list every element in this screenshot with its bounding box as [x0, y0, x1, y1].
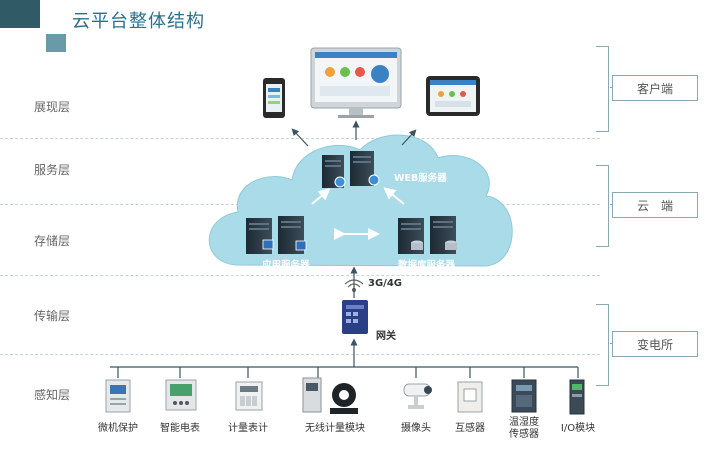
arrow-to-tablet [401, 129, 417, 146]
device-label-transformer: 互感器 [455, 423, 485, 434]
bracket-client [596, 46, 609, 132]
camera-icon [403, 383, 432, 409]
corner-decoration [0, 0, 40, 28]
relay-protection-icon [105, 379, 131, 413]
database-server-icon [398, 216, 457, 254]
gateway-label: 网关 [376, 331, 396, 342]
web-server-label: WEB服务器 [394, 173, 447, 184]
layer-label-transport: 传输层 [34, 309, 71, 323]
layer-divider [0, 275, 600, 276]
desktop-monitor-icon [310, 47, 402, 118]
temperature-humidity-sensor-icon [511, 379, 537, 413]
corner-decoration-small [46, 34, 66, 52]
layer-label-storage: 存储层 [34, 234, 71, 248]
database-server-label: 数据库服务器 [398, 260, 456, 271]
page-title: 云平台整体结构 [72, 11, 205, 32]
device-label-relay-protection: 微机保护 [98, 423, 138, 434]
tier-cloud: 云 端 [612, 192, 698, 218]
tier-client: 客户端 [612, 75, 698, 101]
device-label-camera: 摄像头 [401, 423, 431, 434]
device-drop-lines [117, 367, 579, 378]
tablet-icon [426, 76, 480, 116]
network-label: 3G/4G [368, 278, 402, 289]
arrow-db-to-web [383, 187, 405, 205]
device-label-smart-meter: 智能电表 [160, 423, 200, 434]
phone-icon [263, 78, 285, 118]
device-label-metering-meter: 计量表计 [228, 423, 268, 434]
bracket-substation [596, 304, 609, 386]
layer-divider [0, 138, 600, 139]
layer-divider [0, 354, 600, 355]
smart-meter-icon [165, 379, 197, 411]
arrow-to-phone [291, 128, 309, 147]
io-module-icon [569, 379, 585, 415]
device-label-io-module: I/O模块 [560, 423, 596, 434]
bracket-cloud [596, 165, 609, 247]
web-server-icon [322, 151, 380, 188]
application-server-icon [246, 216, 307, 254]
layer-label-presentation: 展现层 [34, 100, 71, 114]
application-server-label: 应用服务器 [262, 260, 310, 271]
wireless-metering-module-icon [302, 377, 358, 414]
layer-label-perception: 感知层 [34, 388, 71, 402]
device-label-wireless-module: 无线计量模块 [305, 423, 365, 434]
tier-substation: 变电所 [612, 331, 698, 357]
gateway-device-icon [342, 300, 368, 334]
layer-label-service: 服务层 [34, 163, 71, 177]
metering-meter-icon [235, 381, 263, 411]
device-label-temp-humidity: 温湿度 传感器 [509, 417, 539, 440]
arrow-app-to-web [311, 188, 331, 205]
current-transformer-icon [457, 381, 483, 413]
